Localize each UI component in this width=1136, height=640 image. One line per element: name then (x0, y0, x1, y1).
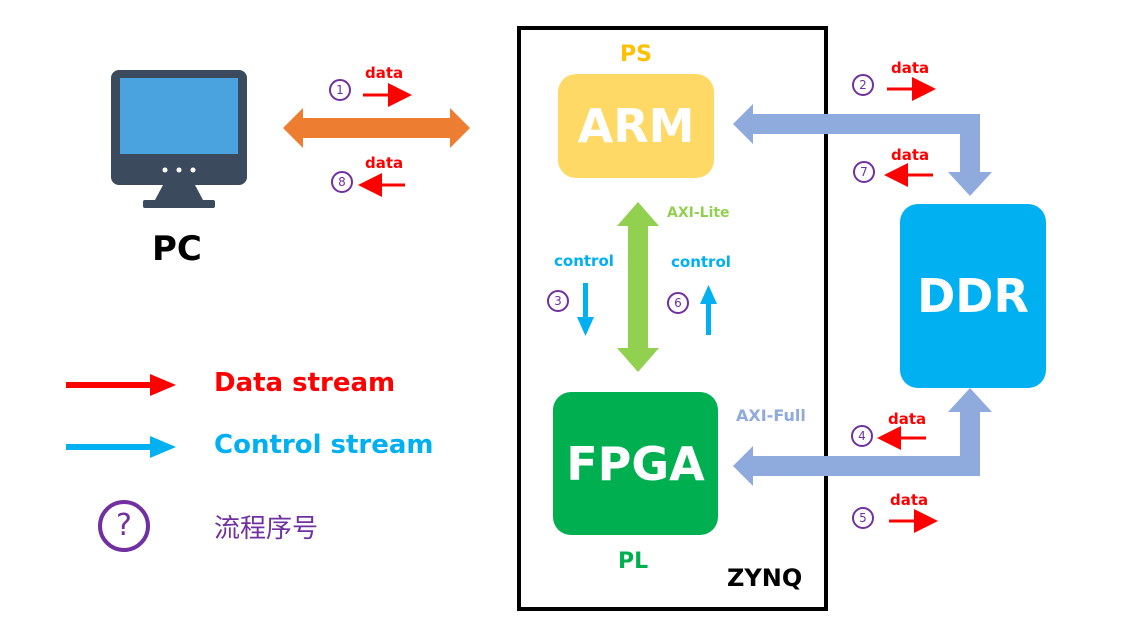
step-circle-1: 1 (329, 79, 351, 101)
step-text-4: data (888, 410, 927, 428)
step-circle-2: 2 (852, 74, 874, 96)
step-text-7: data (891, 146, 930, 164)
legend-data-stream: Data stream (214, 368, 396, 398)
control-arrow-down (577, 283, 594, 336)
arm-block: ARM (558, 74, 714, 178)
step-text-3: control (554, 252, 614, 270)
step-text-5: data (890, 491, 929, 509)
axi-full-label: AXI-Full (736, 406, 806, 425)
step-text-8: data (365, 154, 404, 172)
fpga-block: FPGA (553, 392, 718, 535)
ps-label: PS (620, 42, 652, 67)
pl-label: PL (618, 549, 649, 574)
monitor-icon (111, 70, 247, 208)
legend-control-stream: Control stream (214, 430, 434, 460)
ddr-label: DDR (917, 269, 1029, 323)
step-circle-3: 3 (547, 290, 569, 312)
arm-label: ARM (577, 99, 695, 153)
step-text-1: data (365, 64, 404, 82)
pc-label: PC (152, 229, 202, 269)
pc-arm-link-arrow (283, 108, 470, 148)
step-circle-5: 5 (852, 507, 874, 529)
fpga-label: FPGA (566, 436, 705, 491)
legend-sequence-icon: ? (98, 500, 150, 552)
legend-data-arrow (66, 374, 176, 396)
ddr-block: DDR (900, 204, 1046, 388)
zynq-frame (517, 26, 828, 611)
step-circle-6: 6 (667, 292, 689, 314)
step-circle-4: 4 (851, 425, 873, 447)
control-arrow-up (700, 285, 717, 335)
axi-lite-arrow (617, 202, 659, 372)
step-text-2: data (891, 59, 930, 77)
axi-full-arrow (733, 388, 992, 486)
step-circle-7: 7 (853, 161, 875, 183)
zynq-label: ZYNQ (727, 564, 803, 592)
legend-question-mark: ? (116, 508, 132, 543)
axi-lite-label: AXI-Lite (667, 205, 730, 221)
legend-control-arrow (66, 436, 176, 458)
step-text-6: control (671, 253, 731, 271)
step-circle-8: 8 (331, 171, 353, 193)
axi-ddr-arm-arrow (733, 104, 992, 196)
legend-sequence-label: 流程序号 (214, 514, 319, 544)
